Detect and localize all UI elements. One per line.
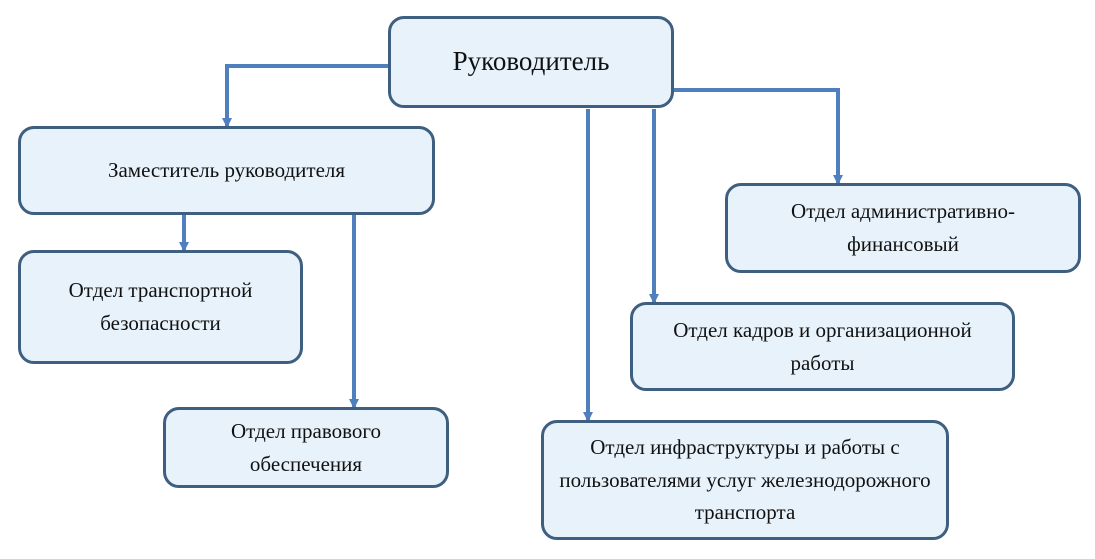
node-transport-security-label: Отдел транспортной безопасности — [68, 278, 253, 335]
node-admin-finance-label: Отдел административно-финансовый — [791, 199, 1015, 256]
node-deputy: Заместитель руководителя — [18, 126, 435, 215]
edge-head-deputy — [222, 64, 390, 128]
node-transport-security: Отдел транспортной безопасности — [18, 250, 303, 364]
node-hr-label: Отдел кадров и организационной работы — [673, 317, 972, 375]
node-legal: Отдел правового обеспечения — [163, 407, 449, 488]
node-admin-finance: Отдел административно-финансовый — [725, 183, 1081, 273]
node-hr: Отдел кадров и организационной работы — [630, 302, 1015, 391]
edge-head-admin-finance — [674, 88, 843, 185]
node-infrastructure-label: Отдел инфраструктуры и работы с пользова… — [559, 435, 931, 525]
node-legal-label: Отдел правового обеспечения — [231, 418, 381, 476]
node-infrastructure: Отдел инфраструктуры и работы с пользова… — [541, 420, 949, 540]
node-deputy-label: Заместитель руководителя — [107, 158, 346, 183]
node-head: Руководитель — [388, 16, 674, 108]
node-head-label: Руководитель — [452, 46, 610, 77]
